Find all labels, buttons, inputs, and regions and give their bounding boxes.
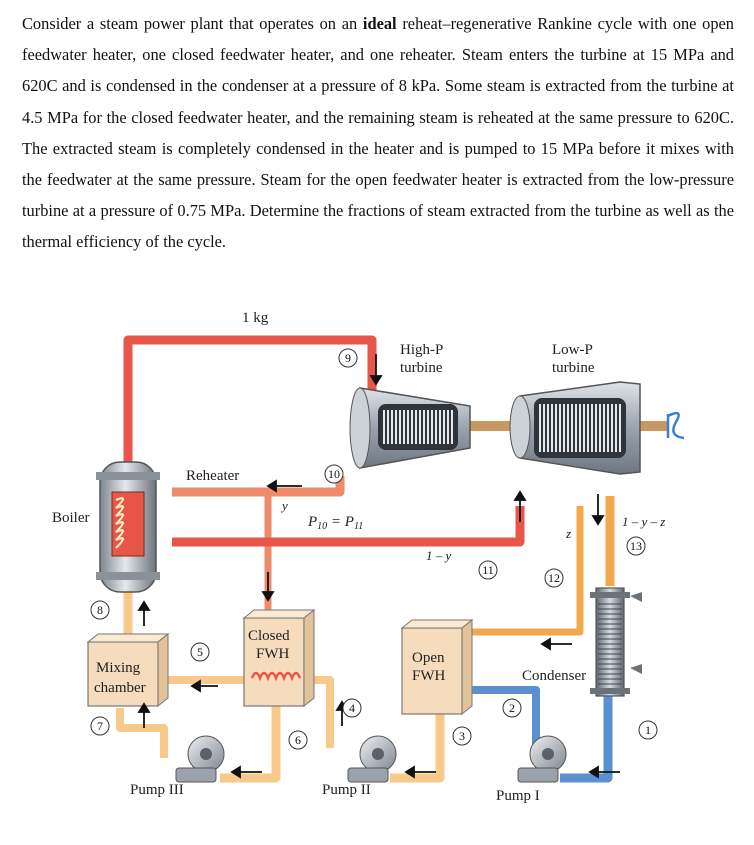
heat-exchanger-coil-icon bbox=[250, 671, 302, 682]
svg-text:3: 3 bbox=[459, 729, 465, 743]
pump-2 bbox=[347, 735, 397, 783]
svg-text:5: 5 bbox=[197, 645, 203, 659]
pipe-state2 bbox=[462, 686, 540, 758]
lp-turbine-label-1: Low-P bbox=[552, 342, 593, 358]
problem-text-part1: Consider a steam power plant that operat… bbox=[22, 14, 363, 33]
svg-text:7: 7 bbox=[97, 719, 103, 733]
problem-text-bold: ideal bbox=[362, 14, 397, 33]
svg-text:2: 2 bbox=[509, 701, 515, 715]
hp-turbine-label-2: turbine bbox=[400, 360, 443, 376]
pump-2-label: Pump II bbox=[322, 782, 371, 798]
closed-fwh-label-2: FWH bbox=[256, 646, 290, 662]
state-11: 11 bbox=[478, 560, 498, 580]
state-1: 1 bbox=[638, 720, 658, 740]
state-7: 7 bbox=[90, 716, 110, 736]
svg-text:1: 1 bbox=[645, 723, 651, 737]
pipes bbox=[116, 335, 668, 783]
pipe-state3 bbox=[390, 714, 445, 783]
pipe-state7 bbox=[116, 708, 168, 758]
state-8: 8 bbox=[90, 600, 110, 620]
pump-3 bbox=[175, 735, 225, 783]
generator-icon bbox=[666, 411, 685, 440]
pump-1-label: Pump I bbox=[496, 788, 540, 804]
state-3: 3 bbox=[452, 726, 472, 746]
state-5: 5 bbox=[190, 642, 210, 662]
state-9: 9 bbox=[338, 348, 358, 368]
state-12: 12 bbox=[544, 568, 564, 588]
svg-text:12: 12 bbox=[548, 571, 560, 585]
svg-text:10: 10 bbox=[328, 467, 340, 481]
lp-turbine bbox=[509, 381, 641, 475]
problem-statement: Consider a steam power plant that operat… bbox=[22, 8, 734, 258]
condenser bbox=[590, 587, 642, 697]
state-2: 2 bbox=[502, 698, 522, 718]
cycle-diagram: 9 10 11 12 13 8 5 7 6 4 3 2 1 1 kg High-… bbox=[52, 310, 685, 804]
z-label: z bbox=[565, 526, 571, 541]
svg-text:13: 13 bbox=[630, 539, 642, 553]
svg-text:9: 9 bbox=[345, 351, 351, 365]
mass-label: 1 kg bbox=[242, 310, 269, 326]
one-minus-y-z-label: 1 – y – z bbox=[622, 514, 665, 529]
pipe-condensate bbox=[560, 696, 613, 783]
hp-turbine-label-1: High-P bbox=[400, 342, 443, 358]
svg-text:11: 11 bbox=[482, 563, 494, 577]
open-fwh-label-1: Open bbox=[412, 650, 445, 666]
closed-fwh bbox=[242, 608, 316, 708]
boiler-label: Boiler bbox=[52, 510, 90, 526]
open-fwh bbox=[400, 618, 474, 716]
pump-1 bbox=[517, 735, 567, 783]
mixing-chamber-label-2: chamber bbox=[94, 680, 146, 696]
condenser-label: Condenser bbox=[522, 668, 586, 684]
pressure-equality-label: P10 = P11 bbox=[307, 514, 363, 532]
flow-arrows bbox=[137, 354, 620, 779]
closed-fwh-label-1: Closed bbox=[248, 628, 290, 644]
one-minus-y-label: 1 – y bbox=[426, 548, 452, 563]
state-6: 6 bbox=[288, 730, 308, 750]
pipe-main-steam bbox=[123, 335, 377, 464]
mixing-chamber bbox=[86, 632, 170, 708]
state-10: 10 bbox=[324, 464, 344, 484]
state-4: 4 bbox=[342, 698, 362, 718]
boiler bbox=[96, 461, 160, 593]
heating-coil-icon bbox=[115, 497, 124, 549]
svg-text:8: 8 bbox=[97, 603, 103, 617]
svg-text:4: 4 bbox=[349, 701, 355, 715]
pump-3-label: Pump III bbox=[130, 782, 184, 798]
svg-text:6: 6 bbox=[295, 733, 301, 747]
mixing-chamber-label-1: Mixing bbox=[96, 660, 141, 676]
open-fwh-label-2: FWH bbox=[412, 668, 446, 684]
state-markers: 9 10 11 12 13 8 5 7 6 4 3 2 1 bbox=[90, 348, 658, 750]
pipe-state4 bbox=[312, 676, 334, 748]
pipe-state6 bbox=[220, 706, 281, 783]
lp-turbine-label-2: turbine bbox=[552, 360, 595, 376]
state-13: 13 bbox=[626, 536, 646, 556]
y-label: y bbox=[280, 498, 288, 513]
reheater-label: Reheater bbox=[186, 468, 239, 484]
hp-turbine bbox=[349, 387, 471, 469]
problem-text-part2: reheat–regenerative Rankine cycle with o… bbox=[22, 14, 734, 252]
